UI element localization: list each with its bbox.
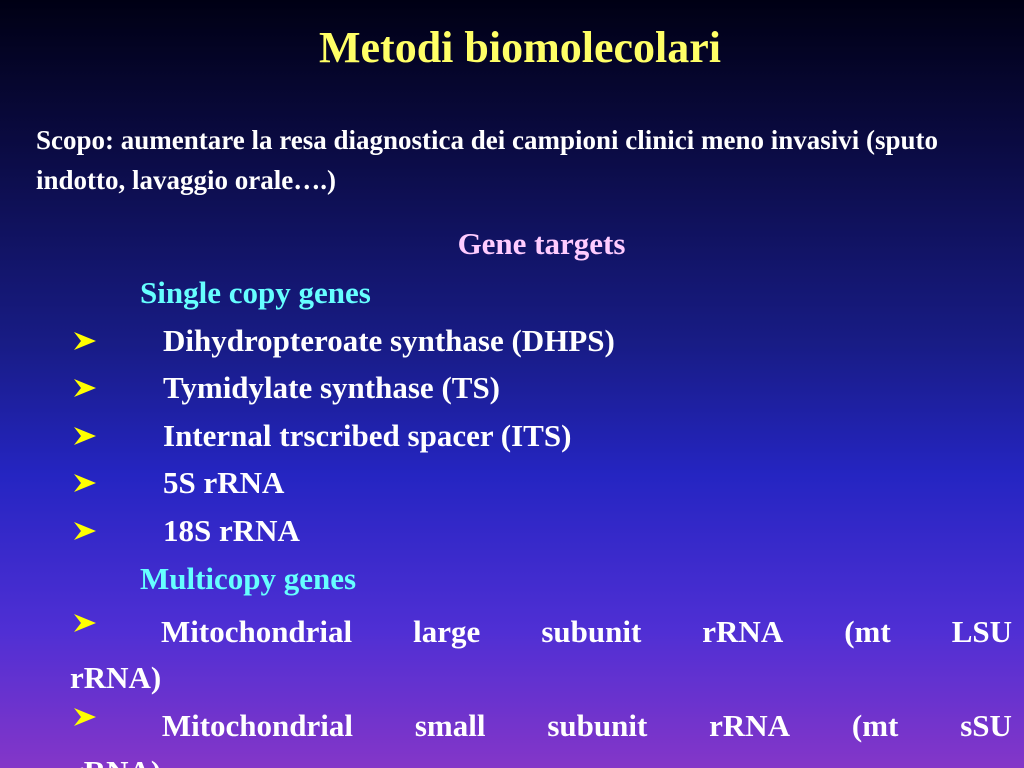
intro-text: Scopo: aumentare la resa diagnostica dei… <box>36 125 939 195</box>
list-item: Mitochondrial large subunit rRNA (mt LSU… <box>70 604 1012 701</box>
list-item-label: Internal trscribed spacer (ITS) <box>163 418 572 453</box>
list-item-label: Dihydropteroate synthase (DHPS) <box>163 323 615 358</box>
arrowhead-bullet-icon <box>70 698 100 736</box>
list-item-continuation: rRNA) <box>70 749 1012 768</box>
list-item-word: small <box>414 708 486 743</box>
gene-targets-heading: Gene targets <box>457 226 626 261</box>
arrowhead-bullet-icon <box>70 464 100 502</box>
slide-title: Metodi biomolecolari <box>318 23 721 72</box>
list-item-word: (mt <box>844 614 891 649</box>
list-item: Mitochondrial small subunit rRNA (mt sSU… <box>70 698 1012 768</box>
list-item-word: rRNA <box>709 708 791 743</box>
multicopy-heading: Multicopy genes <box>140 561 357 596</box>
list-item-continuation: rRNA) <box>70 660 162 695</box>
arrowhead-bullet-icon <box>70 369 100 407</box>
list-item-word: rRNA <box>702 614 784 649</box>
list-item-word: sSU <box>960 708 1012 743</box>
list-item-label: Tymidylate synthase (TS) <box>163 370 501 405</box>
list-item-word: Mitochondrial <box>161 614 353 649</box>
list-item-word: LSU <box>951 614 1012 649</box>
list-item-label: 18S rRNA <box>163 513 300 548</box>
list-item-word: Mitochondrial <box>161 708 354 743</box>
arrowhead-bullet-icon <box>70 604 100 642</box>
arrowhead-bullet-icon <box>70 512 100 550</box>
list-item-label: 5S rRNA <box>163 465 285 500</box>
single-copy-heading: Single copy genes <box>140 275 371 310</box>
arrowhead-bullet-icon <box>70 322 100 360</box>
list-item-word: subunit <box>541 614 642 649</box>
list-item-word: large <box>413 614 481 649</box>
list-item-word: (mt <box>851 708 899 743</box>
arrowhead-bullet-icon <box>70 417 100 455</box>
list-item-word: subunit <box>547 708 648 743</box>
